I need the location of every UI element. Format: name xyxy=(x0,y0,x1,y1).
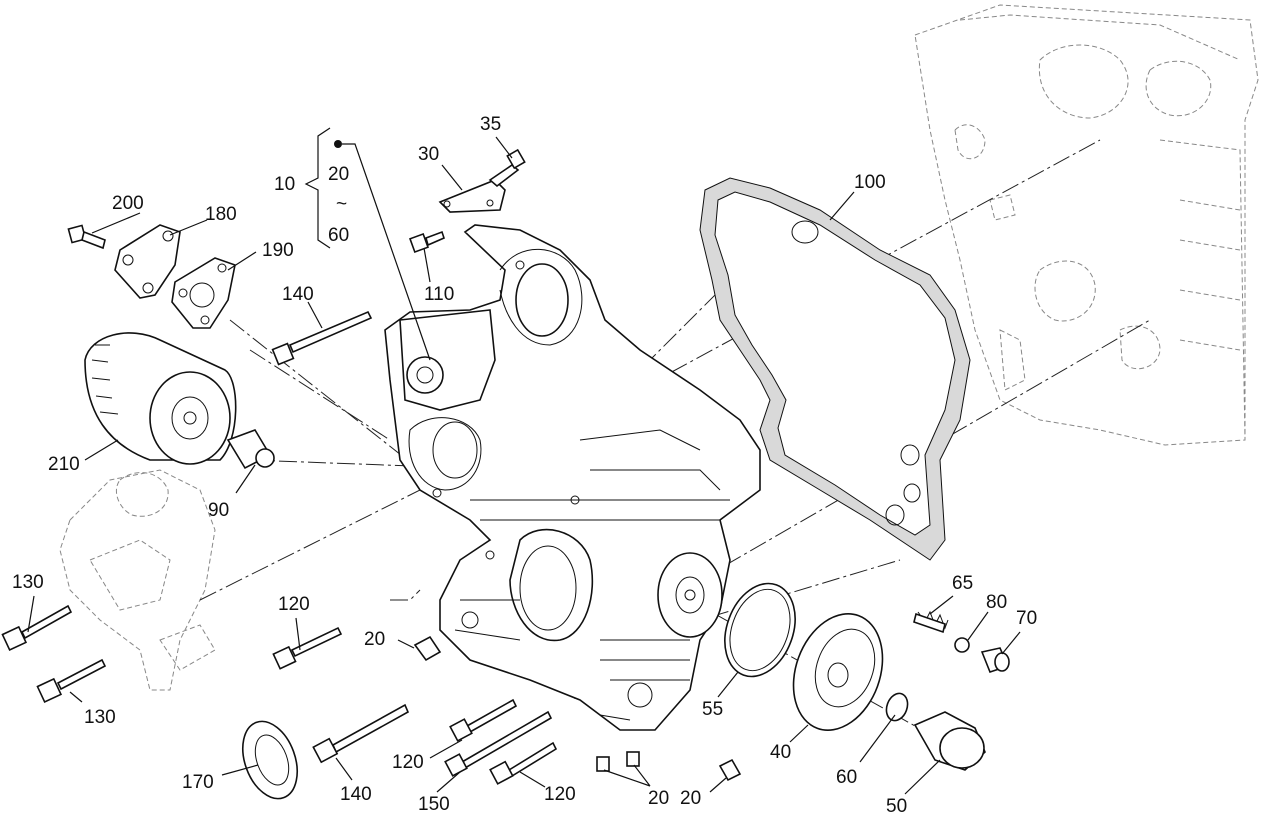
callout-180: 180 xyxy=(205,204,237,225)
plug-20-bottom-a xyxy=(596,756,610,772)
timing-cover xyxy=(384,224,761,731)
callout-20-bottom-right: 20 xyxy=(680,788,701,809)
callout-170: 170 xyxy=(182,772,214,793)
engine-block-ghost xyxy=(914,4,1259,446)
washer-60 xyxy=(885,692,909,722)
nipple-90 xyxy=(226,429,275,470)
seal-170 xyxy=(242,720,298,800)
callout-80: 80 xyxy=(986,592,1007,613)
callout-20-left: 20 xyxy=(364,629,385,650)
bolt-150 xyxy=(444,710,553,777)
bolt-200 xyxy=(67,224,106,250)
plate-180 xyxy=(114,224,181,299)
callout-55: 55 xyxy=(702,699,723,720)
gasket-100 xyxy=(699,177,971,561)
callout-210: 210 xyxy=(48,454,80,475)
callout-35: 35 xyxy=(480,114,501,135)
callout-130-b: 130 xyxy=(84,707,116,728)
callout-60: 60 xyxy=(836,767,857,788)
callout-120-bottom: 120 xyxy=(544,784,576,805)
plug-20-bottom-b xyxy=(626,751,640,767)
callout-120-mid: 120 xyxy=(392,752,424,773)
water-pump-ghost xyxy=(59,469,216,691)
callout-70: 70 xyxy=(1016,608,1037,629)
callout-100: 100 xyxy=(854,172,886,193)
oil-filter-210 xyxy=(84,332,237,465)
bolt-35 xyxy=(488,148,526,188)
bolt-140-bottom xyxy=(312,703,410,764)
ball-80 xyxy=(954,637,970,653)
callout-60-range-end: 60 xyxy=(328,225,349,246)
callout-10: 10 xyxy=(274,174,295,195)
callout-50: 50 xyxy=(886,796,907,817)
callout-120-left: 120 xyxy=(278,594,310,615)
plug-20-bottom-right xyxy=(718,758,742,782)
callout-140-top: 140 xyxy=(282,284,314,305)
callout-tilde: ~ xyxy=(336,194,347,215)
plug-20-left xyxy=(413,635,442,662)
spring-65 xyxy=(913,610,949,634)
callout-65: 65 xyxy=(952,573,973,594)
callout-140-bottom: 140 xyxy=(340,784,372,805)
gasket-190 xyxy=(171,257,236,329)
bolt-120-left xyxy=(272,626,343,670)
bolt-140-top xyxy=(271,310,373,366)
cover-40 xyxy=(792,613,884,731)
bolt-130-b xyxy=(36,658,107,704)
callout-130-a: 130 xyxy=(12,572,44,593)
callout-20-bottom-pair: 20 xyxy=(648,788,669,809)
bolt-120-bottom xyxy=(489,741,558,785)
callout-30: 30 xyxy=(418,144,439,165)
callout-150: 150 xyxy=(418,794,450,815)
leader-lines xyxy=(27,127,1021,795)
callout-200: 200 xyxy=(112,193,144,214)
bracket-30 xyxy=(438,179,506,213)
callout-20-range-start: 20 xyxy=(328,164,349,185)
bolt-120-mid xyxy=(449,698,518,742)
piston-70 xyxy=(980,647,1010,673)
callout-110: 110 xyxy=(424,284,454,305)
callout-190: 190 xyxy=(262,240,294,261)
bolt-130-a xyxy=(1,604,73,652)
callout-90: 90 xyxy=(208,500,229,521)
callout-labels: 10 20 ~ 60 30 35 100 200 180 190 140 110… xyxy=(12,114,1037,817)
o-ring-55 xyxy=(724,582,796,678)
plug-50 xyxy=(913,711,986,771)
callout-40: 40 xyxy=(770,742,791,763)
bolt-110 xyxy=(409,230,445,253)
